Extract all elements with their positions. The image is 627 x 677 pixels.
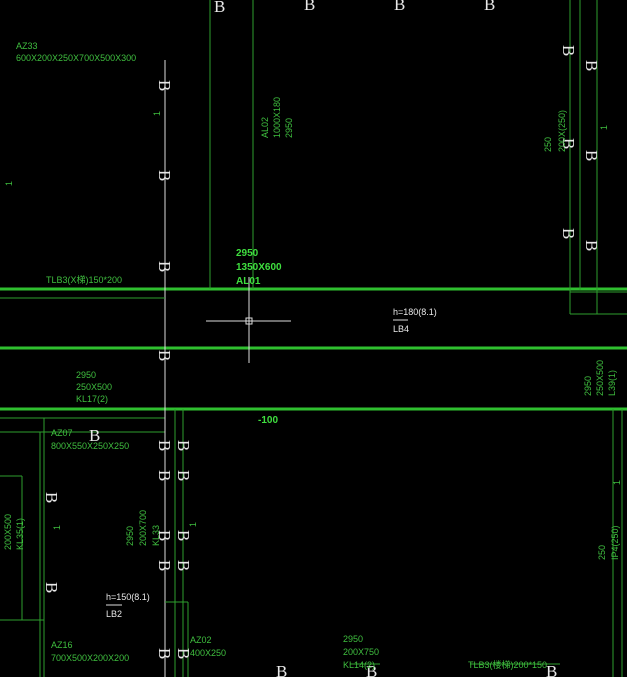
right-top-level: 250 [543,137,553,152]
section-symbol: B [174,530,193,541]
kl17-name: KL17(2) [76,394,108,404]
kl35-name: KL35(1) [15,518,25,550]
kl17-size: 250X500 [76,382,112,392]
section-symbol: B [155,560,174,571]
section-symbol: B [155,80,174,91]
slab-left-tag: LB2 [106,609,122,619]
section-symbol: B [42,582,61,593]
section-symbol: B [366,662,377,677]
tlb3-bottom-label: TLB3(楼梯)200*150 [468,659,547,670]
right-mid-name: L39(1) [607,370,617,396]
beam-center-name: AL01 [236,276,261,287]
kl35-size: 200X500 [3,514,13,550]
section-symbol: B [174,648,193,659]
al02-level: 2950 [284,118,294,138]
az16-label: AZ16 [51,640,73,650]
tick-marker: 1 [599,125,609,130]
az33-label: AZ33 [16,41,38,51]
tick-marker: 1 [188,522,198,527]
az07-label: AZ07 [51,428,73,438]
section-symbol: B [155,261,174,272]
tick-marker: 1 [612,480,622,485]
section-symbol: B [174,440,193,451]
section-symbol: B [155,350,174,361]
tick-marker: 1 [52,525,62,530]
section-symbol: B [174,560,193,571]
slab-mid-label: h=180(8.1) [393,307,437,317]
slab-left-label: h=150(8.1) [106,592,150,602]
col-mid-level: 2950 [125,526,135,546]
section-symbol: B [546,662,557,677]
annotations: AZ33 600X200X250X700X500X300 TLB3(X梯)150… [3,41,622,670]
kl14-level: 2950 [343,634,363,644]
right-mid-size: 250X500 [595,360,605,396]
section-symbol: B [89,426,100,445]
az33-size: 600X200X250X700X500X300 [16,53,136,63]
kl17-level: 2950 [76,370,96,380]
section-symbol: B [155,470,174,481]
section-symbol: B [559,45,578,56]
section-symbols: B B B B B B B B B B B B B B B B B B B B … [42,0,601,677]
tick-marker: 1 [152,111,162,116]
az02-label: AZ02 [190,635,212,645]
kl14-size: 200X750 [343,647,379,657]
section-symbol: B [155,648,174,659]
tick-marker: 1 [4,181,14,186]
section-symbol: B [155,170,174,181]
right-top-size: 200X(250) [557,110,567,152]
section-symbol: B [276,662,287,677]
section-symbol: B [582,150,601,161]
al02-label: AL02 [260,117,270,138]
section-symbol: B [155,440,174,451]
section-symbol: B [582,60,601,71]
col-mid-size: 200X700 [138,510,148,546]
right-mid-level: 2950 [583,376,593,396]
slab-mid-tag: LB4 [393,324,409,334]
right-bottom-size: IP4(250) [610,525,620,560]
right-bottom-level: 250 [597,545,607,560]
al02-size: 1000X180 [272,97,282,138]
section-symbol: B [484,0,495,14]
az02-size: 400X250 [190,648,226,658]
az07-size: 800X550X250X250 [51,441,129,451]
beam-center-level: 2950 [236,248,259,259]
tlb3-top-label: TLB3(X梯)150*200 [46,274,122,285]
section-symbol: B [394,0,405,14]
section-symbol: B [582,240,601,251]
col-mid-name: KL33 [151,525,161,546]
section-symbol: B [155,530,174,541]
section-symbol: B [214,0,225,16]
section-symbol: B [559,228,578,239]
elevation-note: -100 [258,415,278,426]
crosshair-cursor-icon [206,277,291,363]
section-symbol: B [42,492,61,503]
kl14-name: KL14(2) [343,660,375,670]
section-symbol: B [174,470,193,481]
section-symbol: B [559,138,578,149]
az16-size: 700X500X200X200 [51,653,129,663]
section-symbol: B [304,0,315,14]
beam-center-size: 1350X600 [236,262,282,273]
